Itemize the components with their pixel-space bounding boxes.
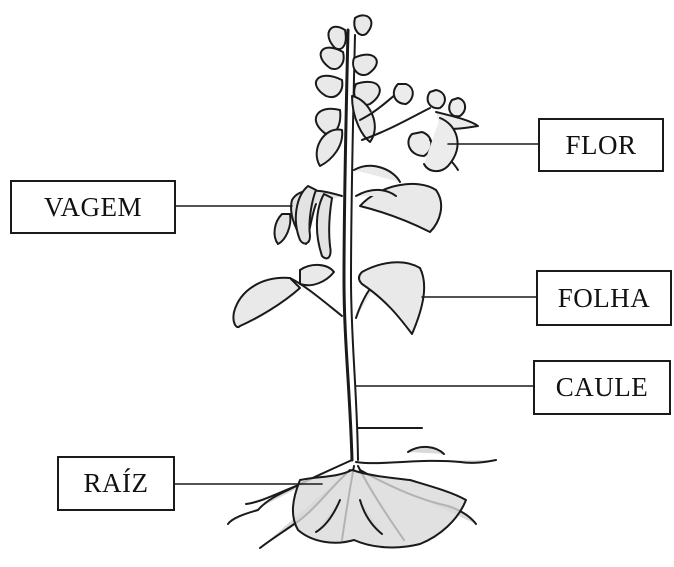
label-caule-text: CAULE [556, 372, 649, 403]
label-flor: FLOR [538, 118, 664, 172]
label-folha: FOLHA [536, 270, 672, 326]
label-vagem: VAGEM [10, 180, 176, 234]
label-flor-text: FLOR [565, 130, 636, 161]
label-raiz: RAÍZ [57, 456, 175, 511]
label-caule: CAULE [533, 360, 671, 415]
label-vagem-text: VAGEM [44, 192, 142, 223]
middle-leaves-drawing [354, 166, 441, 232]
roots-drawing [228, 447, 496, 548]
pod-drawing [275, 186, 342, 258]
label-folha-text: FOLHA [558, 283, 651, 314]
lower-leaves-drawing [233, 262, 424, 334]
label-raiz-text: RAÍZ [84, 468, 149, 499]
